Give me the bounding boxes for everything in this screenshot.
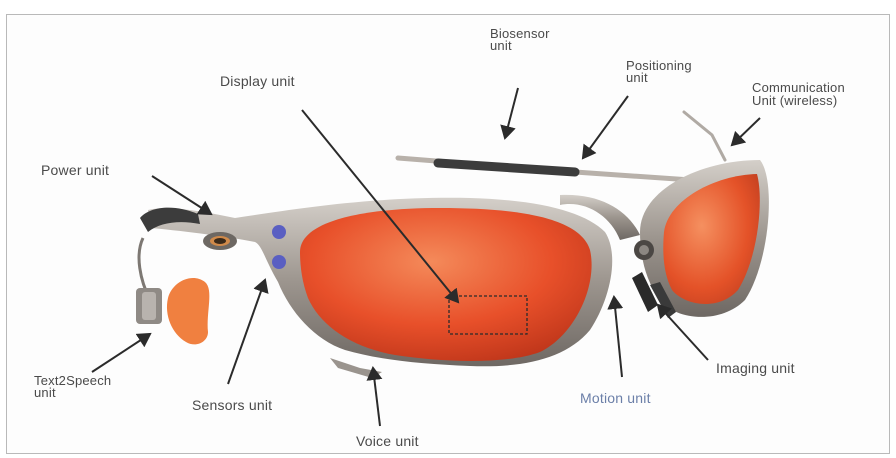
label-voice-unit: Voice unit — [356, 434, 419, 448]
arrow-biosensor — [505, 88, 518, 138]
label-motion-unit: Motion unit — [580, 391, 651, 405]
label-text2speech-line2: unit — [34, 387, 56, 399]
sensor-dot-top — [272, 225, 286, 239]
label-biosensor-line2: unit — [490, 40, 512, 52]
label-power-unit: Power unit — [41, 163, 109, 177]
arrow-communication — [732, 118, 760, 145]
left-hinge — [203, 232, 237, 250]
arrow-motion — [614, 297, 622, 377]
arrow-positioning — [583, 96, 628, 158]
label-sensors-unit: Sensors unit — [192, 398, 272, 412]
arrow-voice — [373, 368, 380, 426]
left-frame — [148, 198, 612, 378]
label-positioning-line2: unit — [626, 72, 648, 84]
sensor-dot-bottom — [272, 255, 286, 269]
arrow-text2speech — [92, 334, 150, 372]
label-imaging-unit: Imaging unit — [716, 361, 795, 375]
arrow-sensors — [228, 280, 265, 384]
text2speech-earpiece — [167, 278, 209, 344]
label-display-unit: Display unit — [220, 74, 295, 88]
antenna — [684, 112, 725, 160]
label-communication-line2: Unit (wireless) — [752, 95, 837, 107]
far-temple — [398, 158, 720, 182]
